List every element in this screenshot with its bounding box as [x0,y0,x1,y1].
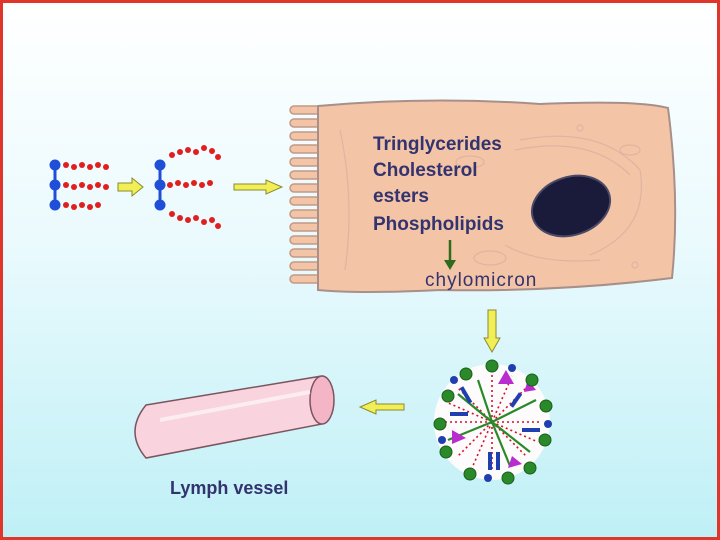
label-lymph-vessel: Lymph vessel [170,478,289,498]
cell-organelles [339,124,642,271]
arrow-to-chylomicron [444,240,456,270]
nucleus [530,174,612,238]
digested-molecule [154,145,221,229]
enterocyte-cell [289,99,677,293]
label-chylomicron: chylomicron [425,270,538,291]
arrow-left [358,399,405,415]
lymph-vessel [134,375,335,459]
label-triglycerides: Tringlycerides [373,134,502,155]
label-esters: esters [373,186,429,207]
triglyceride-molecule [49,159,109,211]
arrow-1 [117,176,144,198]
chylomicron-particle [433,359,553,485]
microvilli [289,105,321,284]
label-cholesterol: Cholesterol [373,160,478,181]
arrow-down [483,309,501,354]
label-phospholipids: Phospholipids [373,214,504,235]
arrow-2 [233,179,284,195]
cell-body [317,99,677,293]
